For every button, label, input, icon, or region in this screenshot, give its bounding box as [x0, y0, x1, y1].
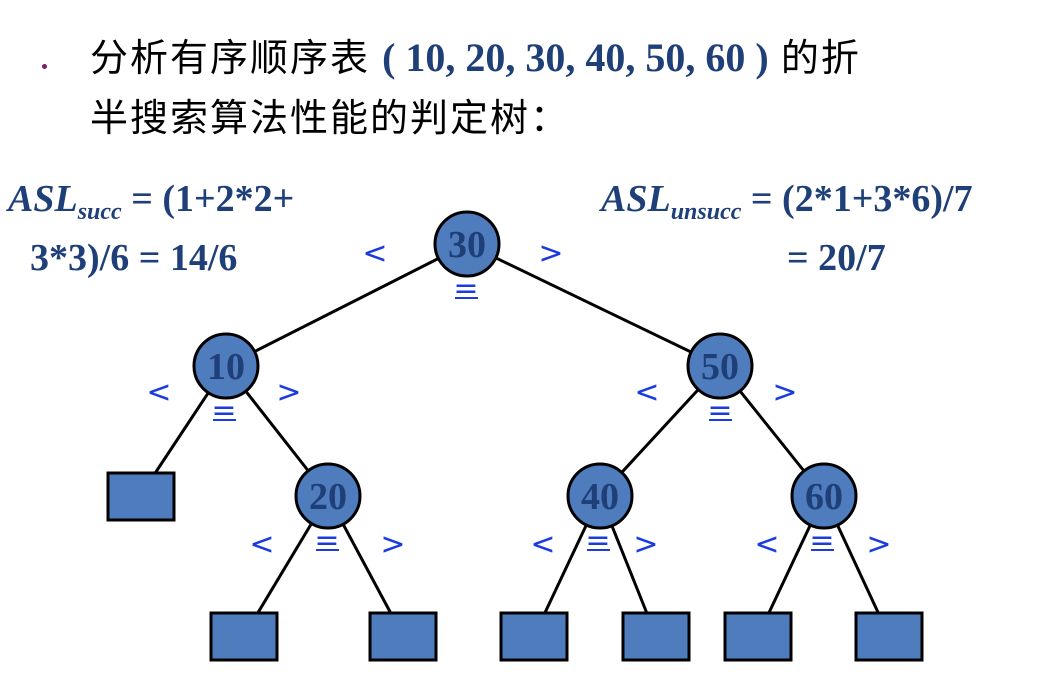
node-label-10: 10	[207, 346, 245, 388]
failure-node	[621, 611, 691, 662]
comparison-labels: < > = < > = < > = < > = < > = < > =	[146, 236, 891, 562]
asl-succ-subscript: succ	[77, 199, 122, 225]
lt-symbol: <	[754, 527, 779, 562]
eq-symbol: =	[707, 393, 732, 428]
eq-symbol: =	[314, 523, 339, 558]
node-label-60: 60	[805, 476, 843, 518]
lt-symbol: <	[634, 375, 659, 410]
title-line1-suffix: 的折	[780, 36, 861, 80]
title-sequence: ( 10, 20, 30, 40, 50, 60 )	[382, 35, 769, 80]
tree-node-40: 40	[566, 462, 634, 530]
lt-symbol: <	[249, 527, 274, 562]
asl-succ-line1: = (1+2*2+	[131, 178, 295, 220]
asl-unsucc-formula: ASLunsucc = (2*1+3*6)/7 = 20/7	[601, 176, 973, 281]
gt-symbol: >	[276, 375, 301, 410]
tree-node-30: 30	[433, 210, 501, 278]
bullet-dot	[42, 64, 47, 69]
edge-30-50	[466, 242, 721, 368]
lt-symbol: <	[530, 527, 555, 562]
failure-node	[723, 611, 793, 662]
gt-symbol: >	[380, 527, 405, 562]
title-line-2: 半搜索算法性能的判定树：	[90, 96, 571, 140]
asl-unsucc-line2: = 20/7	[787, 237, 886, 279]
gt-symbol: >	[633, 527, 658, 562]
node-label-40: 40	[581, 476, 619, 518]
failure-nodes	[106, 471, 924, 662]
tree-node-50: 50	[686, 332, 754, 400]
node-label-50: 50	[701, 346, 739, 388]
asl-unsucc-line1: = (2*1+3*6)/7	[750, 178, 973, 220]
title-line-1: 分析有序顺序表 ( 10, 20, 30, 40, 50, 60 ) 的折	[90, 28, 1040, 88]
tree-node-10: 10	[192, 332, 260, 400]
tree-edges	[138, 242, 891, 637]
failure-node	[368, 611, 438, 662]
lt-symbol: <	[362, 236, 387, 271]
eq-symbol: =	[453, 271, 478, 306]
title-line1-prefix: 分析有序顺序表	[90, 36, 371, 80]
edge-30-10	[225, 242, 468, 368]
gt-symbol: >	[538, 236, 563, 271]
eq-symbol: =	[585, 523, 610, 558]
gt-symbol: >	[772, 375, 797, 410]
gt-symbol: >	[866, 527, 891, 562]
failure-node	[106, 471, 176, 522]
asl-unsucc-label: ASL	[601, 178, 671, 220]
tree-node-60: 60	[790, 462, 858, 530]
asl-succ-line2: 3*3)/6 = 14/6	[30, 237, 238, 279]
eq-symbol: =	[211, 393, 236, 428]
asl-unsucc-subscript: unsucc	[670, 199, 742, 225]
failure-node	[499, 611, 569, 662]
eq-symbol: =	[809, 523, 834, 558]
node-label-30: 30	[448, 224, 486, 266]
failure-node	[209, 611, 279, 662]
asl-succ-label: ASL	[8, 178, 78, 220]
node-label-20: 20	[309, 476, 347, 518]
page-title: 分析有序顺序表 ( 10, 20, 30, 40, 50, 60 ) 的折 半搜…	[90, 28, 1040, 148]
tree-node-20: 20	[294, 462, 362, 530]
asl-succ-formula: ASLsucc = (1+2*2+ 3*3)/6 = 14/6	[8, 176, 294, 281]
lt-symbol: <	[146, 375, 171, 410]
failure-node	[854, 611, 924, 662]
